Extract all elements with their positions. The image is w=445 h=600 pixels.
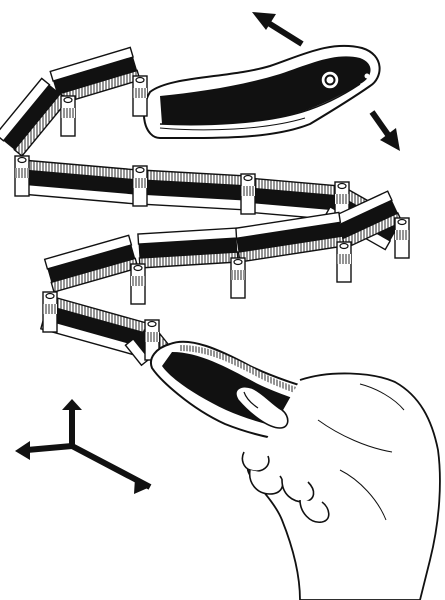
body-segment	[39, 291, 151, 358]
pin-icon	[243, 174, 253, 182]
snake-head	[142, 44, 381, 140]
pin-icon	[135, 76, 145, 84]
body-segment	[124, 319, 169, 367]
pin-icon	[337, 182, 347, 190]
body-segment	[137, 227, 246, 299]
body-segment	[43, 234, 146, 305]
body-segment	[240, 173, 341, 221]
pin-icon	[135, 166, 145, 174]
pin-icon	[233, 258, 243, 266]
body-segment	[330, 190, 410, 259]
forked-arrow-icon	[15, 399, 152, 494]
body-segment	[49, 46, 148, 117]
body-segment	[234, 211, 352, 283]
pin-icon	[63, 96, 73, 104]
pin-icon	[45, 292, 55, 300]
pin-icon	[133, 264, 143, 272]
pin-icon	[397, 218, 407, 226]
body-segment	[14, 155, 139, 205]
body-segment	[0, 77, 76, 157]
pin-icon	[339, 242, 349, 250]
pin-icon	[147, 320, 157, 328]
arrow-down-right-icon	[369, 110, 400, 151]
hand-illustration	[235, 372, 441, 600]
arrow-up-left-icon	[252, 12, 304, 47]
body-segment	[132, 165, 249, 211]
snake-body-segments	[0, 46, 410, 367]
pin-icon	[17, 156, 27, 164]
